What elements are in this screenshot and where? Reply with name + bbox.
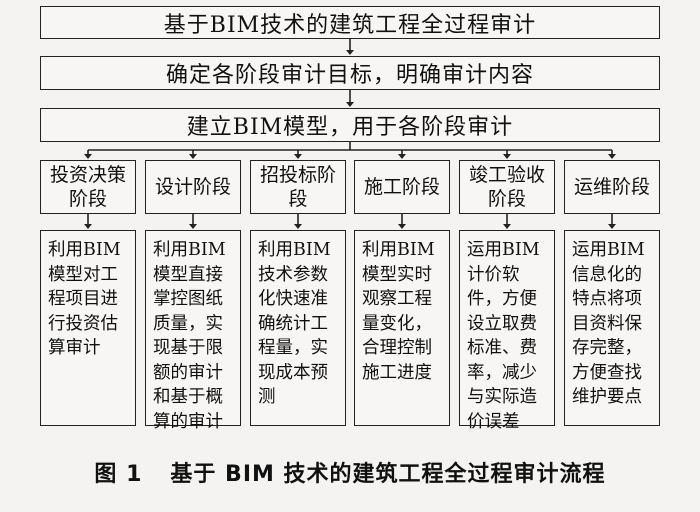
flow-step-3: 建立BIM模型，用于各阶段审计 bbox=[40, 108, 660, 142]
stage-1-title: 投资决策阶段 bbox=[49, 164, 126, 210]
arrowhead-step3 bbox=[346, 102, 354, 107]
arrowhead-stage-4 bbox=[398, 154, 406, 159]
stage-2-box: 设计阶段 bbox=[145, 160, 241, 214]
stage-2-title: 设计阶段 bbox=[154, 176, 231, 198]
arrowhead-detail-2 bbox=[189, 224, 197, 229]
flow-step-1: 基于BIM技术的建筑工程全过程审计 bbox=[40, 6, 660, 39]
stage-1-detail-box: 利用BIM模型对工程项目进行投资估算审计 bbox=[40, 230, 136, 426]
stage-1-box: 投资决策阶段 bbox=[40, 160, 136, 214]
stage-4-detail-box: 利用BIM模型实时观察工程量变化，合理控制施工进度 bbox=[354, 230, 450, 426]
arrowhead-stage-3 bbox=[294, 154, 302, 159]
stage-2-detail: 利用BIM模型直接掌控图纸质量，实现基于限额的审计和基于概算的审计 bbox=[153, 240, 226, 432]
arrowhead-detail-4 bbox=[398, 224, 406, 229]
figure-caption-text: 基于 BIM 技术的建筑工程全过程审计流程 bbox=[170, 462, 606, 487]
flow-step-1-label: 基于BIM技术的建筑工程全过程审计 bbox=[163, 12, 537, 38]
arrowhead-detail-6 bbox=[608, 224, 616, 229]
arrowhead-detail-1 bbox=[84, 224, 92, 229]
arrowhead-stage-6 bbox=[608, 154, 616, 159]
stage-2-detail-box: 利用BIM模型直接掌控图纸质量，实现基于限额的审计和基于概算的审计 bbox=[145, 230, 241, 432]
arrowhead-detail-5 bbox=[503, 224, 511, 229]
stage-4-title: 施工阶段 bbox=[363, 176, 440, 198]
flow-step-3-label: 建立BIM模型，用于各阶段审计 bbox=[186, 115, 514, 140]
stage-3-title: 招投标阶段 bbox=[259, 164, 336, 210]
figure-caption: 图 1 基于 BIM 技术的建筑工程全过程审计流程 bbox=[0, 456, 700, 488]
stage-3-detail-box: 利用BIM技术参数化快速准确统计工程量，实现成本预测 bbox=[250, 230, 346, 426]
arrowhead-stage-2 bbox=[189, 154, 197, 159]
arrowhead-stage-1 bbox=[84, 154, 92, 159]
stage-3-detail: 利用BIM技术参数化快速准确统计工程量，实现成本预测 bbox=[258, 240, 331, 407]
arrowhead-detail-3 bbox=[294, 224, 302, 229]
stage-4-box: 施工阶段 bbox=[354, 160, 450, 214]
stage-5-title: 竣工验收阶段 bbox=[468, 164, 545, 210]
stage-4-detail: 利用BIM模型实时观察工程量变化，合理控制施工进度 bbox=[362, 240, 435, 383]
stage-5-box: 竣工验收阶段 bbox=[459, 160, 555, 214]
arrowhead-stage-5 bbox=[503, 154, 511, 159]
stage-5-detail-box: 运用BIM计价软件，方便设立取费标准、费率，减少与实际造价误差 bbox=[459, 230, 555, 432]
stage-6-title: 运维阶段 bbox=[573, 176, 650, 198]
stage-1-detail: 利用BIM模型对工程项目进行投资估算审计 bbox=[48, 240, 121, 358]
stage-5-detail: 运用BIM计价软件，方便设立取费标准、费率，减少与实际造价误差 bbox=[467, 240, 540, 432]
figure-number: 图 1 bbox=[94, 462, 143, 487]
flow-step-2: 确定各阶段审计目标，明确审计内容 bbox=[40, 56, 660, 90]
stage-6-detail-box: 运用BIM信息化的特点将项目资料保存完整，方便查找维护要点 bbox=[564, 230, 660, 426]
flow-step-2-label: 确定各阶段审计目标，明确审计内容 bbox=[165, 63, 534, 88]
arrowhead-step2 bbox=[346, 50, 354, 55]
stage-3-box: 招投标阶段 bbox=[250, 160, 346, 214]
stage-6-box: 运维阶段 bbox=[564, 160, 660, 214]
stage-6-detail: 运用BIM信息化的特点将项目资料保存完整，方便查找维护要点 bbox=[572, 240, 645, 407]
